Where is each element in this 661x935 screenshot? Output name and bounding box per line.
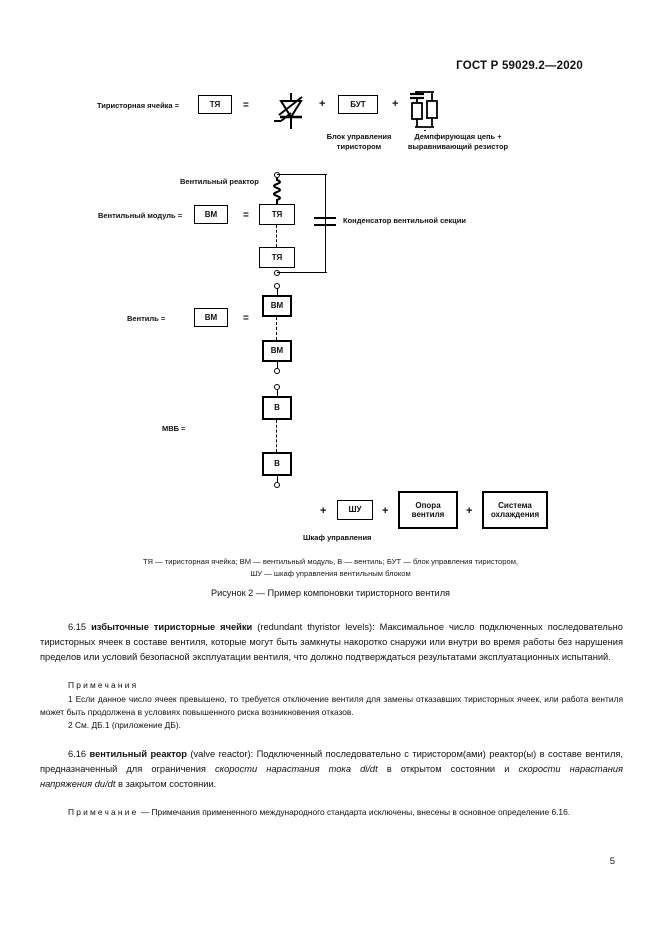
wire-bottom-row2: [277, 272, 327, 274]
clause-6-16-text-part-3: в закрытом состоянии.: [115, 778, 217, 789]
clause-6-16-paragraph: 6.16 вентильный реактор (valve reactor):…: [40, 747, 623, 792]
box-vm-row2: ВМ: [194, 205, 228, 224]
clause-6-15-paragraph: 6.15 избыточные тиристорные ячейки (redu…: [40, 620, 623, 665]
row1-plus-1: +: [319, 98, 326, 110]
figure-2-diagram: Тиристорная ячейка = ТЯ = + БУТ +: [0, 88, 661, 558]
dashed-link-row2: [276, 225, 277, 247]
box-vm-row3-bottom-label: ВМ: [270, 346, 284, 356]
terminal-bottom-row3: [274, 368, 280, 374]
clause-6-16-english: (valve reactor):: [190, 748, 254, 759]
box-cooling-system: Система охлаждения: [482, 491, 548, 529]
box-vm-row3-bottom: ВМ: [262, 340, 292, 362]
coil-inductor-symbol: [273, 178, 281, 204]
caption-control-cabinet: Шкаф управления: [303, 533, 372, 542]
wire-right-row2: [325, 174, 327, 272]
wire-top-stub-row3: [277, 288, 279, 296]
box-v-row4-bottom: В: [262, 452, 292, 476]
row5-plus-2: +: [382, 505, 389, 517]
row2-label-valve-module: Вентильный модуль =: [98, 211, 183, 220]
document-body: 6.15 избыточные тиристорные ячейки (redu…: [40, 620, 623, 819]
note-1: 1 Если данное число ячеек превышено, то …: [40, 693, 623, 718]
row1-label-thyristor-level: Тиристорная ячейка =: [97, 101, 180, 110]
clause-6-16-text-part-2: в открытом состоянии и: [377, 763, 519, 774]
caption-valve-reactor: Вентильный реактор: [180, 177, 259, 186]
box-shu-label: ШУ: [348, 505, 362, 515]
caption-thyristor-control-unit: Блок управления тиристором: [326, 132, 392, 152]
notes-heading: Примечания: [68, 680, 139, 691]
box-v-row4-top: В: [262, 396, 292, 420]
clause-6-16-term: вентильный реактор: [89, 748, 187, 759]
final-note-heading: Примечание: [68, 807, 139, 818]
capacitor-plate-upper: [314, 217, 336, 219]
clause-6-16-text-part-1: Подключенный последовательно с тиристоро…: [40, 748, 623, 774]
wire-bottom-stub-row4: [277, 476, 279, 483]
row3-equals-sign: =: [243, 313, 249, 324]
clause-6-16-italic-1: скорости нарастания тока: [215, 763, 351, 774]
caption-snubber-circuit: Демпфирующая цепь + выравнивающий резист…: [407, 132, 509, 152]
page-number: 5: [609, 856, 615, 867]
row1-equals-sign: =: [243, 100, 249, 111]
box-valve-support: Опора вентиля: [398, 491, 458, 529]
row2-equals-sign: =: [243, 210, 249, 221]
wire-top-row2: [277, 174, 327, 176]
row3-label-valve: Вентиль =: [127, 314, 166, 323]
clause-6-15-english: (redundant thyristor levels):: [257, 622, 375, 632]
clause-6-16-italic-2: скорости нарастания напряжения: [40, 763, 623, 789]
document-header-standard-number: ГОСТ Р 59029.2—2020: [456, 60, 583, 72]
clause-6-15-text: Максимальное число подключенных последов…: [40, 622, 623, 663]
caption-valve-section-capacitor: Конденсатор вентильной секции: [343, 216, 467, 225]
terminal-bottom-row4: [274, 482, 280, 488]
box-cooling-system-label: Система охлаждения: [490, 500, 540, 519]
figure-legend: ТЯ — тиристорная ячейка; ВМ — вентильный…: [0, 556, 661, 580]
box-but-label: БУТ: [350, 99, 366, 109]
dashed-link-row4: [276, 420, 277, 452]
wire-top-stub-row4: [277, 389, 279, 397]
row1-plus-2: +: [392, 98, 399, 110]
box-vm-row3-left: ВМ: [194, 308, 228, 327]
box-vm-row3-top: ВМ: [262, 295, 292, 317]
row5-plus-3: +: [466, 505, 473, 517]
clause-6-16-formula-1: di/dt: [360, 763, 378, 774]
box-valve-support-label: Опора вентиля: [411, 500, 445, 519]
box-ty-row2-top: ТЯ: [259, 204, 295, 225]
clause-6-16-number: 6.16: [68, 748, 87, 759]
box-vm-row2-label: ВМ: [204, 209, 218, 219]
clause-6-16-formula-2: du/dt: [94, 778, 116, 789]
clause-6-15-number: 6.15: [68, 622, 87, 632]
box-ty-row2-top-label: ТЯ: [271, 209, 283, 219]
snubber-circuit-symbol: [410, 91, 438, 131]
box-ty-row2-bottom-label: ТЯ: [271, 252, 283, 262]
box-but: БУТ: [338, 95, 378, 114]
box-v-row4-bottom-label: В: [274, 459, 280, 469]
dashed-link-row3: [276, 317, 277, 340]
box-vm-row3-top-label: ВМ: [270, 301, 284, 311]
box-ty-row1-label: ТЯ: [209, 99, 221, 109]
box-ty-row1: ТЯ: [198, 95, 232, 114]
figure-legend-line-1: ТЯ — тиристорная ячейка; ВМ — вентильный…: [142, 557, 519, 566]
capacitor-plate-lower: [314, 224, 336, 226]
final-note-text: — Примечания примененного международного…: [140, 807, 571, 818]
row4-label-mvb: МВБ =: [162, 424, 186, 433]
clause-6-15-term: избыточные тиристорные ячейки: [91, 622, 253, 632]
figure-caption: Рисунок 2 — Пример компоновки тиристорно…: [210, 588, 451, 598]
wire-bottom-stub-row3: [277, 362, 279, 369]
box-shu: ШУ: [337, 500, 373, 520]
note-2: 2 См. ДБ.1 (приложение ДБ).: [68, 720, 181, 731]
row5-plus-1: +: [320, 505, 327, 517]
final-note-paragraph: Примечание — Примечания примененного меж…: [40, 806, 623, 819]
box-vm-row3-left-label: ВМ: [204, 312, 218, 322]
thyristor-symbol: [274, 93, 303, 129]
box-ty-row2-bottom: ТЯ: [259, 247, 295, 268]
box-v-row4-top-label: В: [274, 403, 280, 413]
figure-legend-line-2: ШУ — шкаф управления вентильным блоком: [250, 568, 411, 578]
